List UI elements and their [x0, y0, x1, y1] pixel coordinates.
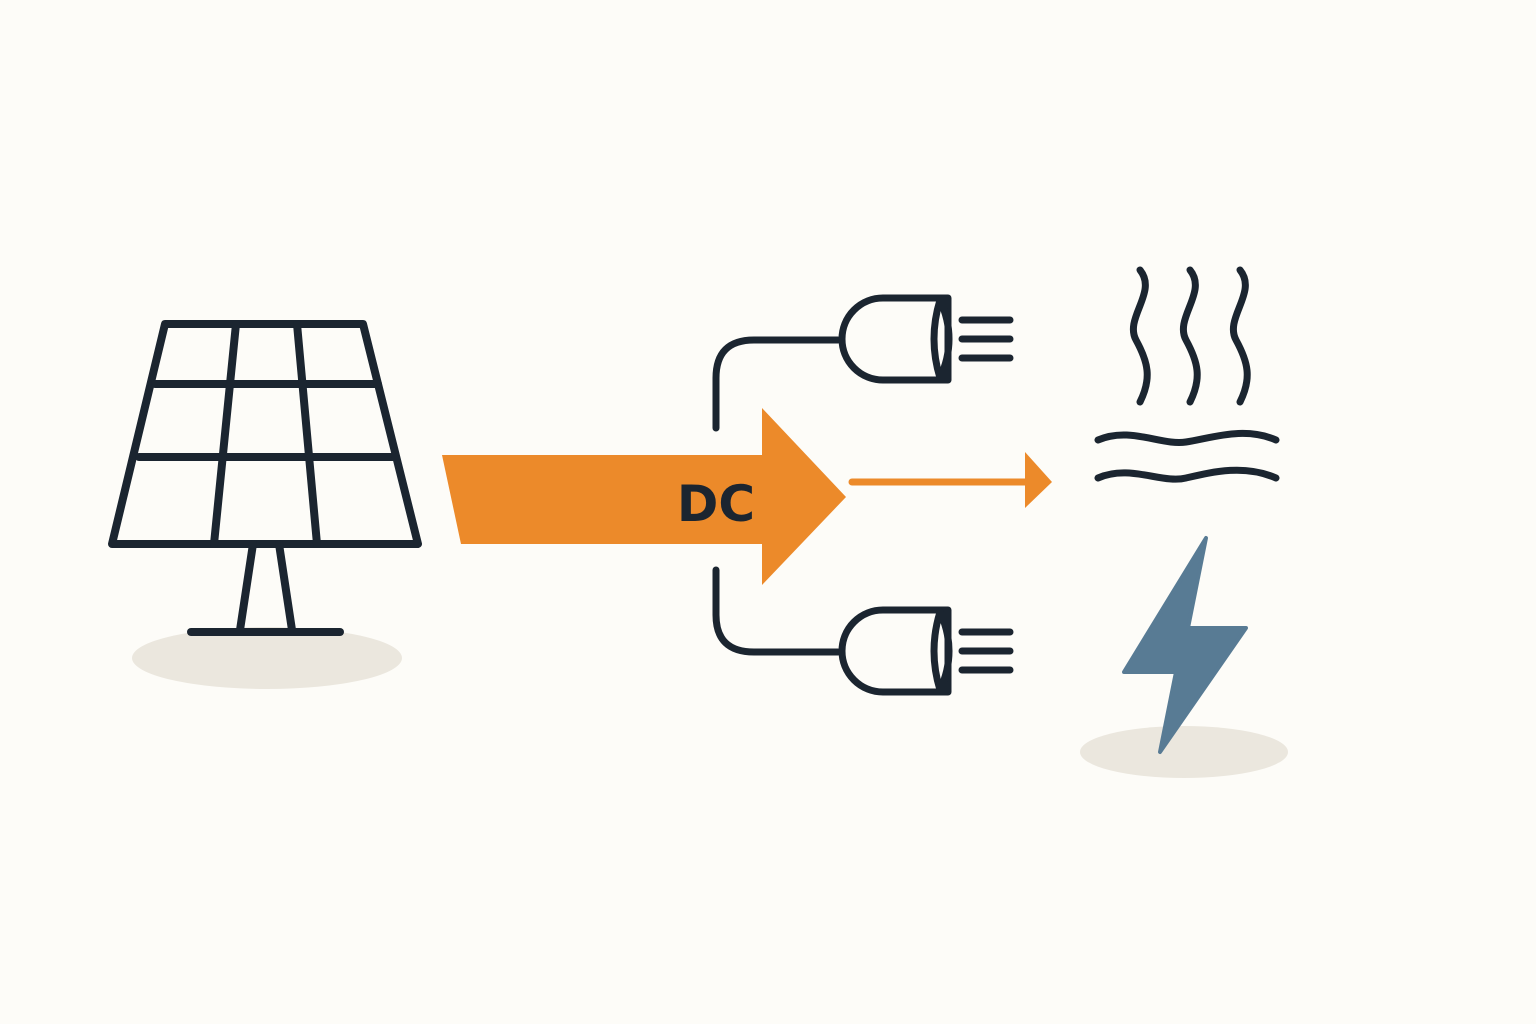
heat-ripple-1 [1094, 430, 1280, 447]
lightning-bolt-icon [1080, 536, 1288, 778]
output-arrow [848, 452, 1052, 508]
heat-wave-3 [1230, 266, 1251, 406]
plug-top-body [838, 294, 952, 384]
solar-panel-shadow [132, 627, 402, 689]
plug-icon [712, 294, 1014, 432]
plug-bottom-face [930, 608, 953, 694]
dc-arrow [442, 408, 846, 585]
cable-bottom [712, 566, 842, 656]
heat-ripple-2 [1094, 466, 1280, 483]
lightning-bolt [1122, 536, 1248, 754]
plug-bottom-prongs [958, 628, 1014, 674]
dc-label: DC [677, 475, 755, 533]
solar-panel-frame [108, 320, 422, 548]
heat-wave-2 [1180, 266, 1201, 406]
plug-top-face [930, 296, 953, 382]
solar-panel-grid-cols [210, 320, 321, 548]
cable-top [712, 336, 842, 432]
plug-bottom-body [838, 606, 952, 696]
solar-panel-grid-rows [135, 380, 399, 461]
lightning-shadow [1080, 726, 1288, 778]
heat-wave-1 [1130, 266, 1151, 406]
solar-panel-icon [108, 320, 422, 689]
plug-icon [712, 566, 1014, 696]
plug-top-prongs [958, 316, 1014, 362]
heat-icon [1094, 266, 1280, 483]
solar-panel-stand [236, 540, 296, 634]
